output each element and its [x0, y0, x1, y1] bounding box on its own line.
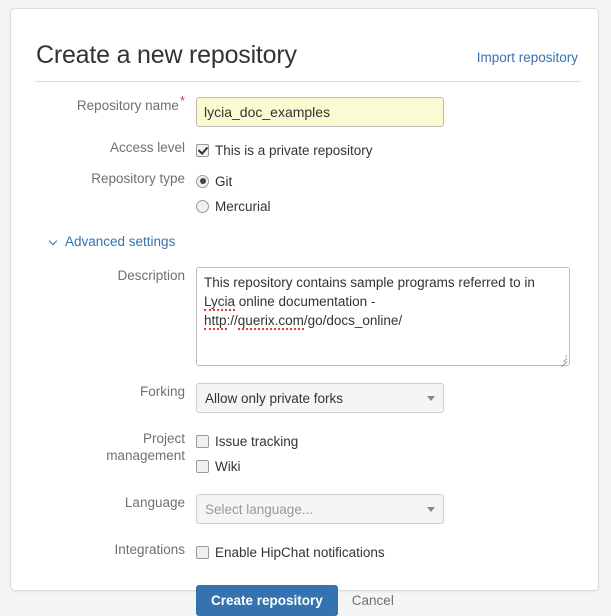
- chevron-down-icon: [49, 237, 59, 247]
- action-buttons: Create repository Cancel: [196, 585, 598, 616]
- forking-selected-value: Allow only private forks: [205, 390, 344, 406]
- cancel-link[interactable]: Cancel: [351, 593, 394, 608]
- repository-type-option-git[interactable]: Git: [196, 170, 598, 192]
- forking-label: Forking: [139, 384, 185, 399]
- issue-tracking-label[interactable]: Issue tracking: [215, 433, 299, 449]
- issue-tracking-checkbox[interactable]: [196, 434, 209, 448]
- repository-name-field: [196, 97, 598, 127]
- repository-type-label: Repository type: [91, 171, 185, 186]
- description-row: Description This repository contains sam…: [11, 267, 598, 368]
- card-header: Create a new repository Import repositor…: [11, 9, 598, 69]
- wiki-option[interactable]: Wiki: [196, 455, 598, 477]
- repository-type-field: Git Mercurial: [196, 170, 598, 217]
- access-level-field: This is a private repository: [196, 139, 598, 161]
- private-repository-checkbox[interactable]: [196, 143, 209, 157]
- project-management-label: Project management: [11, 430, 196, 464]
- private-repository-option[interactable]: This is a private repository: [196, 139, 598, 161]
- private-repository-label[interactable]: This is a private repository: [215, 142, 373, 158]
- wiki-label[interactable]: Wiki: [215, 458, 241, 474]
- mercurial-radio[interactable]: [196, 199, 209, 213]
- issue-tracking-option[interactable]: Issue tracking: [196, 430, 598, 452]
- forking-select[interactable]: Allow only private forks: [196, 383, 444, 413]
- project-management-label-line1: Project: [142, 431, 185, 446]
- project-management-field: Issue tracking Wiki: [196, 430, 598, 477]
- mercurial-label[interactable]: Mercurial: [215, 198, 271, 214]
- create-repository-button[interactable]: Create repository: [196, 585, 338, 616]
- integrations-row: Integrations Enable HipChat notification…: [11, 541, 598, 563]
- access-level-label: Access level: [109, 140, 185, 155]
- required-asterisk: *: [179, 92, 185, 108]
- wiki-checkbox[interactable]: [196, 459, 209, 473]
- repository-name-input[interactable]: [196, 97, 444, 127]
- repository-name-row: Repository name*: [11, 94, 598, 127]
- advanced-settings-label[interactable]: Advanced settings: [65, 234, 176, 249]
- language-row: Language Select language...: [11, 494, 598, 524]
- integrations-field: Enable HipChat notifications: [196, 541, 598, 563]
- repository-type-option-mercurial[interactable]: Mercurial: [196, 195, 598, 217]
- chevron-down-icon: [427, 506, 435, 512]
- create-repository-card: Create a new repository Import repositor…: [10, 8, 599, 616]
- hipchat-checkbox[interactable]: [196, 545, 209, 559]
- forking-row: Forking Allow only private forks: [11, 383, 598, 413]
- description-field: This repository contains sample programs…: [196, 267, 598, 368]
- access-level-row: Access level This is a private repositor…: [11, 139, 598, 161]
- repository-name-label: Repository name*: [11, 94, 196, 114]
- description-textarea-wrapper: This repository contains sample programs…: [196, 267, 570, 368]
- import-repository-link[interactable]: Import repository: [476, 50, 578, 65]
- git-radio[interactable]: [196, 174, 209, 188]
- hipchat-label[interactable]: Enable HipChat notifications: [215, 544, 385, 560]
- create-repository-form: Repository name* Access level This is a …: [11, 94, 598, 616]
- project-management-row: Project management Issue tracking Wiki: [11, 430, 598, 477]
- forking-field: Allow only private forks: [196, 383, 598, 413]
- description-label: Description: [117, 268, 185, 283]
- repository-type-row: Repository type Git Mercurial: [11, 170, 598, 217]
- advanced-settings-toggle[interactable]: Advanced settings: [49, 234, 175, 250]
- chevron-down-icon: [427, 395, 435, 401]
- integrations-label: Integrations: [114, 542, 185, 557]
- language-field: Select language...: [196, 494, 598, 524]
- project-management-label-line2: management: [106, 448, 185, 463]
- actions-row: Create repository Cancel: [11, 563, 598, 616]
- actions-field: Create repository Cancel: [196, 563, 598, 616]
- language-placeholder: Select language...: [205, 501, 314, 517]
- language-select[interactable]: Select language...: [196, 494, 444, 524]
- header-divider: [35, 81, 581, 82]
- hipchat-option[interactable]: Enable HipChat notifications: [196, 541, 598, 563]
- git-label[interactable]: Git: [215, 173, 233, 189]
- language-label: Language: [124, 495, 185, 510]
- page-title: Create a new repository: [36, 41, 297, 69]
- repository-name-label-text: Repository name: [76, 98, 179, 113]
- description-textarea[interactable]: [196, 267, 570, 366]
